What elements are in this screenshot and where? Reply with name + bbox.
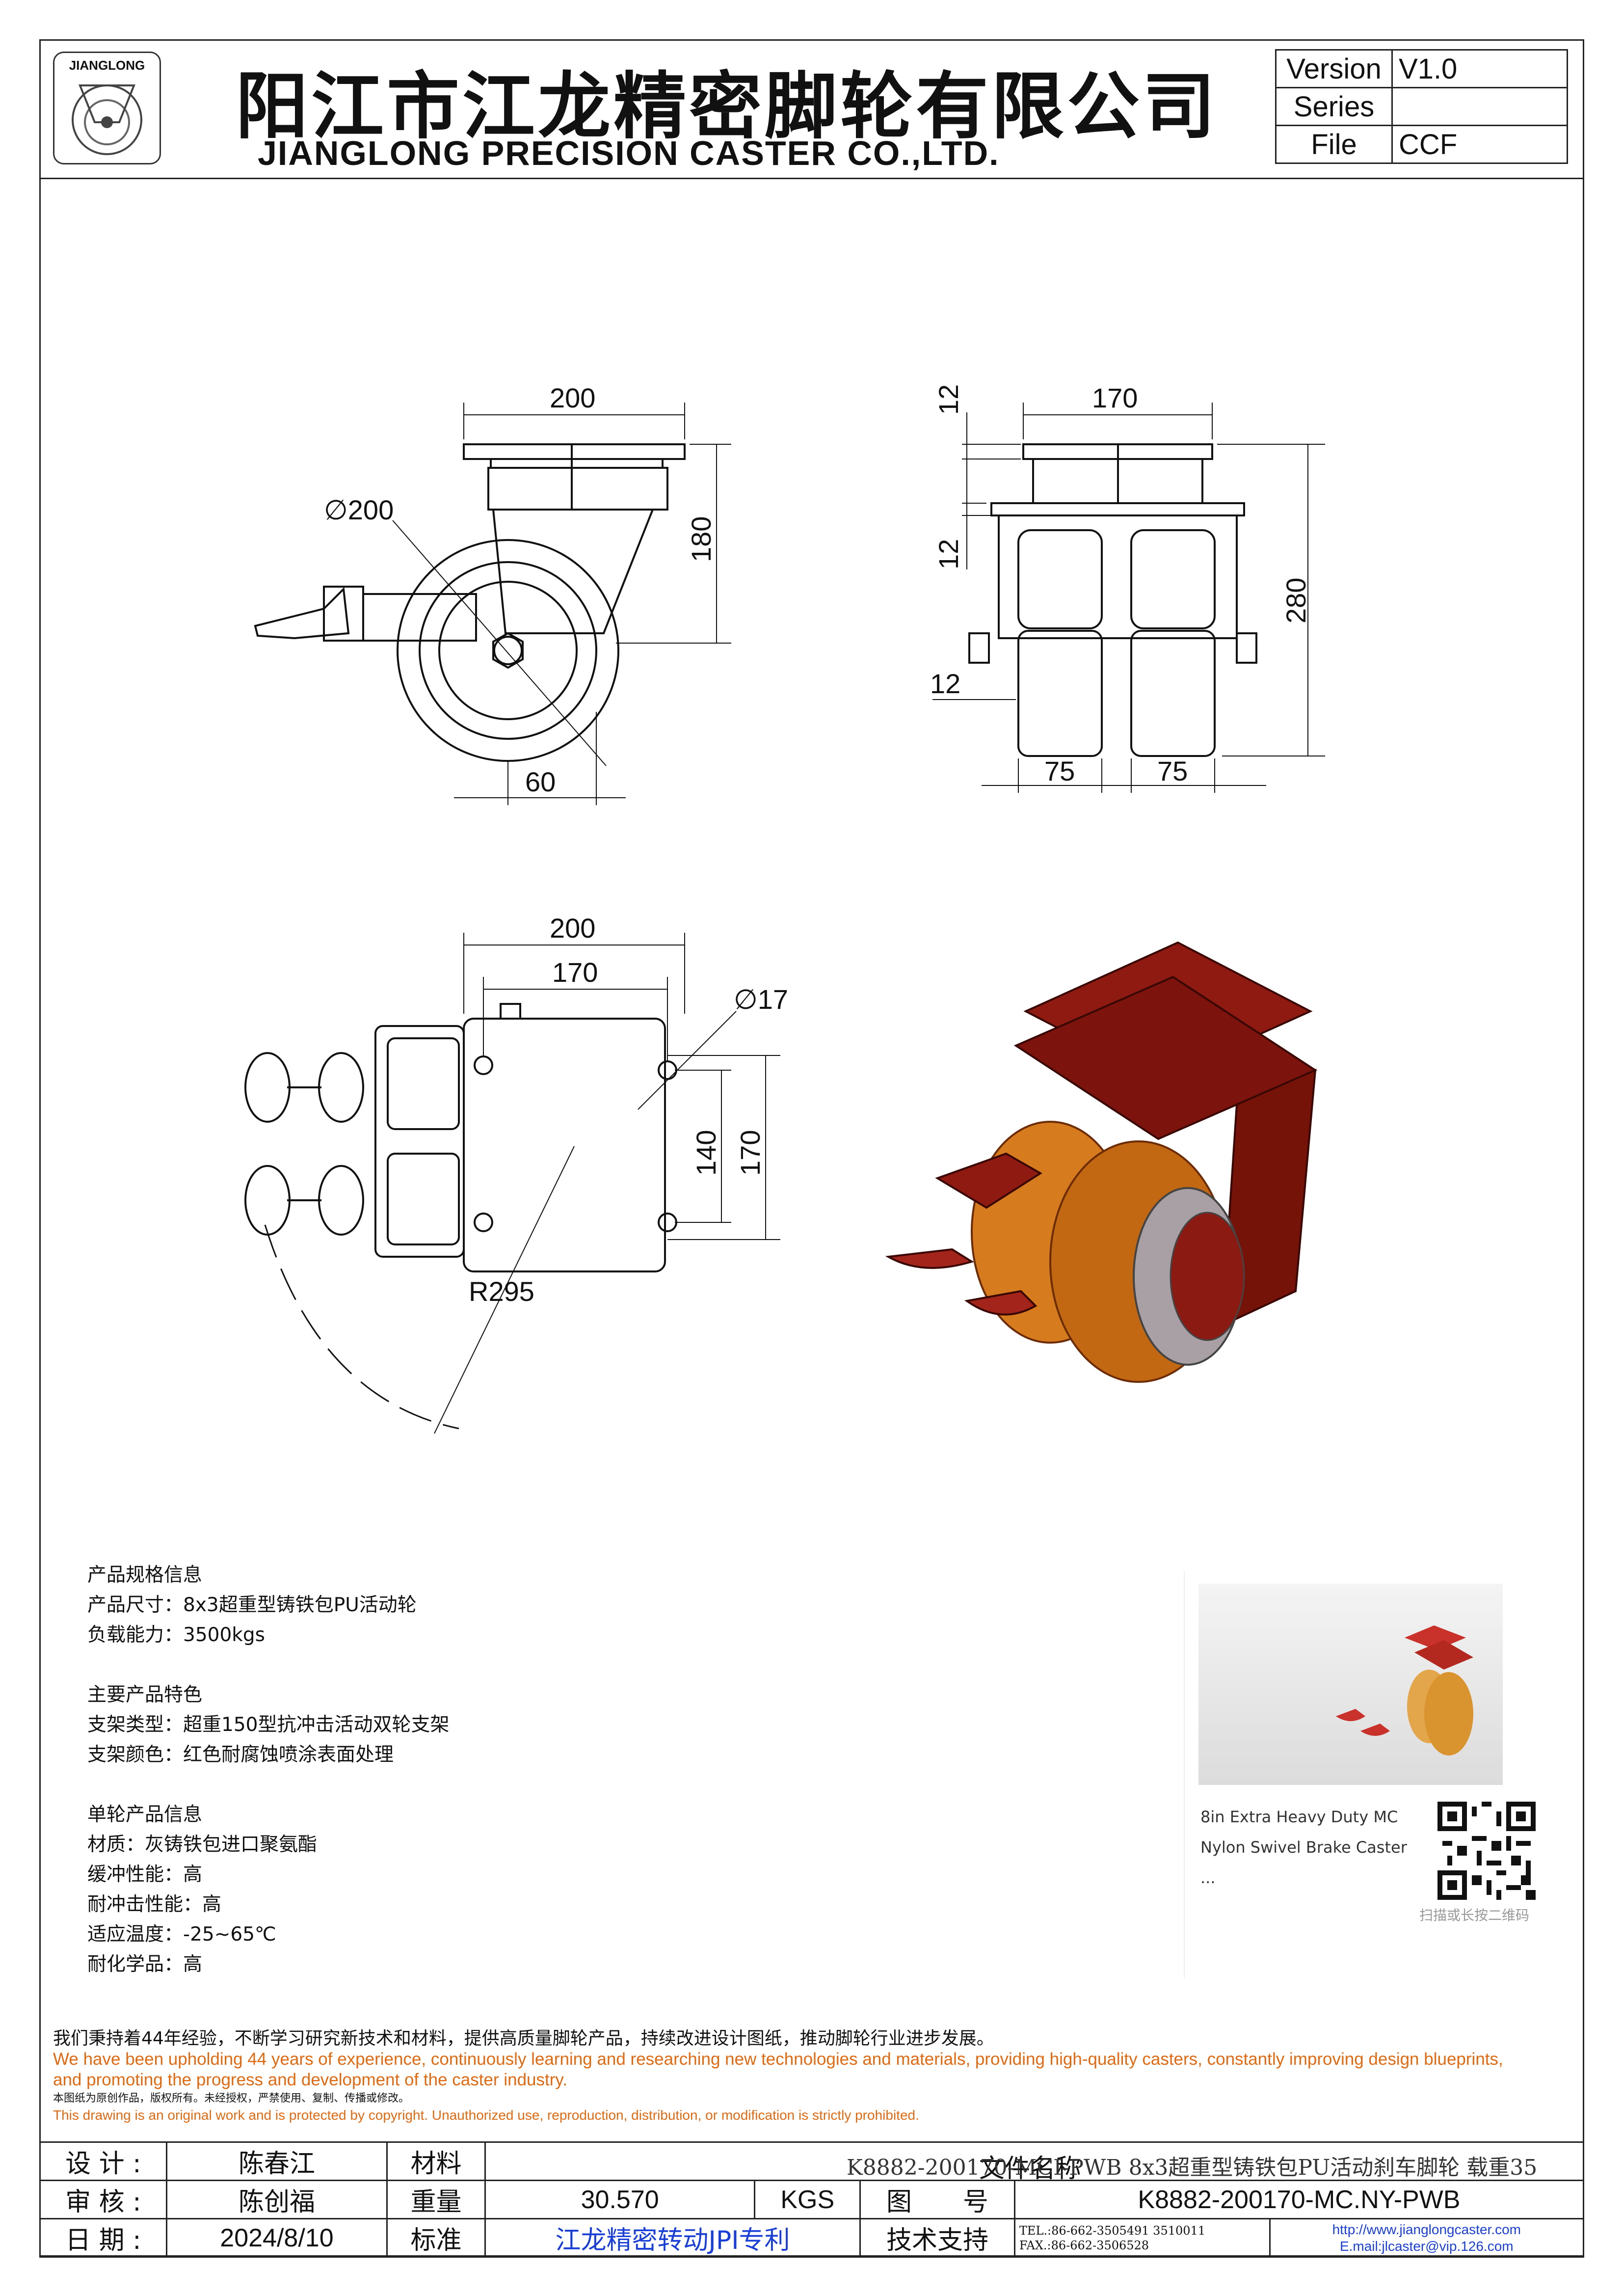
product-info: 产品规格信息 产品尺寸：8x3超重型铸铁包PU活动轮 负载能力：3500kgs … — [87, 1560, 449, 1979]
logo-text: JIANGLONG — [69, 58, 145, 73]
dim-front-12a: 12 — [933, 384, 964, 415]
technical-drawing: 200 ∅200 180 60 170 12 12 12 280 75 75 2… — [244, 382, 1325, 1434]
drawing-no-label: 图 号 — [859, 2180, 1015, 2219]
title-block: 设 计 : 陈春江 材料 文件名称 K8882-200170-MCI-PWB 8… — [39, 2141, 1585, 2258]
feature-bracket-type: 支架类型：超重150型抗冲击活动双轮支架 — [87, 1714, 450, 1736]
product-caption[interactable]: 8in Extra Heavy Duty MC Nylon Swivel Bra… — [1200, 1808, 1407, 1887]
caster-thumbnail-icon — [1336, 1625, 1473, 1756]
design-label: 设 计 : — [39, 2141, 167, 2181]
spec-section-title: 产品规格信息 — [87, 1564, 203, 1586]
dim-side-180: 180 — [686, 516, 717, 562]
top-view — [244, 933, 780, 1434]
wheel-chemical: 耐化学品：高 — [87, 1953, 203, 1975]
declaration-en-1: We have been upholding 44 years of exper… — [53, 2050, 1503, 2069]
caster-render — [885, 941, 1318, 1383]
weight-value: 30.570 — [484, 2180, 756, 2219]
dim-top-r295: R295 — [469, 1276, 534, 1307]
file-label: File — [1275, 125, 1393, 164]
wheel-cushion: 缓冲性能：高 — [87, 1864, 203, 1886]
dim-side-200: 200 — [550, 382, 595, 413]
dim-front-75b: 75 — [1157, 756, 1188, 786]
spec-size: 产品尺寸：8x3超重型铸铁包PU活动轮 — [87, 1594, 417, 1616]
version-value: V1.0 — [1391, 49, 1568, 88]
dim-side-60: 60 — [525, 766, 556, 797]
header-divider — [39, 178, 1584, 179]
company-name-en: JIANGLONG PRECISION CASTER CO.,LTD. — [258, 134, 1000, 172]
wheel-impact: 耐冲击性能：高 — [87, 1893, 222, 1916]
dim-top-170: 170 — [552, 957, 598, 988]
review-label: 审 核 : — [39, 2180, 167, 2219]
weight-label: 重量 — [386, 2180, 486, 2219]
company-name-cn: 阳江市江龙精密脚轮有限公司 — [236, 64, 1218, 149]
review-value: 陈创福 — [165, 2180, 388, 2219]
dim-top-200: 200 — [550, 913, 595, 944]
material-label: 材料 — [386, 2141, 486, 2181]
company-logo: JIANGLONG — [53, 52, 161, 164]
dim-side-dia200: ∅200 — [324, 494, 394, 525]
file-value: CCF — [1391, 125, 1568, 164]
dimension-labels: 200 ∅200 180 60 170 12 12 12 280 75 75 2… — [324, 382, 1311, 1307]
declaration-en-2: and promoting the progress and developme… — [53, 2070, 568, 2089]
tel-number: TEL.:86-662-3505491 3510011 — [1019, 2223, 1206, 2238]
side-view — [254, 403, 731, 805]
website-link[interactable]: http://www.jianglongcaster.com — [1332, 2221, 1521, 2237]
dim-top-140: 140 — [691, 1130, 721, 1176]
dim-top-dia17: ∅17 — [734, 984, 788, 1015]
series-label: Series — [1275, 87, 1393, 126]
product-card[interactable]: 8in Extra Heavy Duty MC Nylon Swivel Bra… — [1184, 1571, 1558, 1978]
front-view — [932, 403, 1325, 793]
dim-front-12c: 12 — [930, 668, 960, 699]
file-name-label: 文件名称 — [979, 2154, 1081, 2181]
declaration-cn: 我们秉持着44年经验，不断学习研究新技术和材料，提供高质量脚轮产品，持续改进设计… — [53, 2028, 994, 2049]
version-label: Version — [1275, 49, 1393, 88]
qr-code-icon[interactable] — [1437, 1802, 1536, 1900]
design-value: 陈春江 — [165, 2141, 388, 2181]
dim-top-170v: 170 — [735, 1130, 766, 1176]
series-value — [1391, 87, 1568, 126]
date-label: 日 期 : — [39, 2218, 167, 2258]
weight-unit: KGS — [754, 2180, 861, 2219]
qr-caption: 扫描或长按二维码 — [1419, 1907, 1530, 1923]
support-label: 技术支持 — [859, 2218, 1015, 2258]
dim-front-170: 170 — [1092, 382, 1138, 413]
dim-front-12b: 12 — [933, 539, 964, 569]
standard-value: 江龙精密转动JPI专利 — [484, 2218, 861, 2258]
dim-front-280: 280 — [1280, 578, 1311, 623]
declaration: 我们秉持着44年经验，不断学习研究新技术和材料，提供高质量脚轮产品，持续改进设计… — [53, 2028, 1503, 2124]
dim-front-75a: 75 — [1044, 756, 1075, 786]
file-name-value: K8882-200170-MCI-PWB 8x3超重型铸铁包PU活动刹车脚轮 载… — [846, 2155, 1538, 2180]
standard-label: 标准 — [386, 2218, 486, 2258]
wheel-material: 材质：灰铸铁包进口聚氨酯 — [87, 1834, 318, 1856]
feature-section-title: 主要产品特色 — [87, 1684, 203, 1706]
date-value: 2024/8/10 — [165, 2218, 388, 2258]
spec-load: 负载能力：3500kgs — [87, 1624, 265, 1646]
drawing-no-value: K8882-200170-MC.NY-PWB — [1013, 2180, 1585, 2219]
email-link[interactable]: E.mail:jlcaster@vip.126.com — [1339, 2238, 1514, 2254]
product-thumbnail[interactable] — [1198, 1584, 1503, 1785]
caster-logo-icon — [72, 84, 142, 155]
wheel-temperature: 适应温度：-25~65℃ — [87, 1923, 276, 1945]
wheel-section-title: 单轮产品信息 — [87, 1804, 203, 1826]
feature-bracket-color: 支架颜色：红色耐腐蚀喷涂表面处理 — [87, 1744, 394, 1766]
fax-number: FAX.:86-662-3506528 — [1019, 2238, 1149, 2252]
copyright-cn: 本图纸为原创作品，版权所有。未经授权，严禁使用、复制、传播或修改。 — [53, 2092, 410, 2105]
copyright-en: This drawing is an original work and is … — [53, 2107, 919, 2123]
